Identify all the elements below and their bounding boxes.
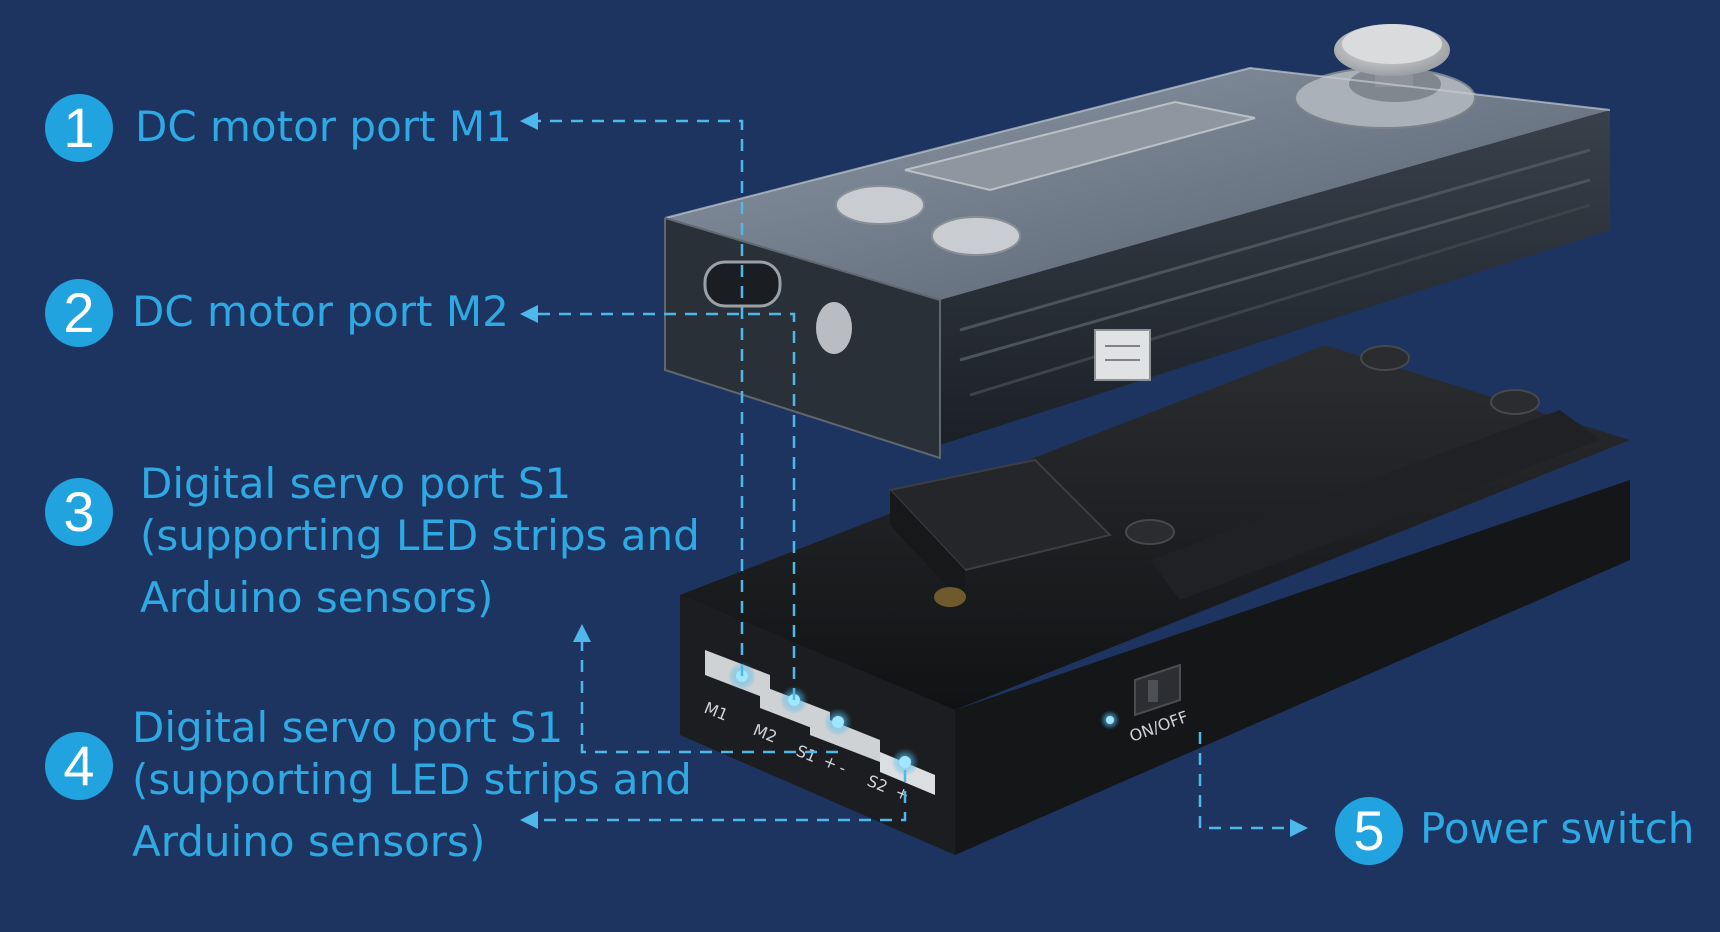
base-unit: ON/OFF M1 M2 S1 + - S2 +: [680, 345, 1630, 855]
leader-line-power: [1198, 732, 1290, 830]
callout-label-s2-line2: (supporting LED strips and: [132, 755, 692, 804]
arrowhead-m2: [520, 305, 538, 323]
callout-number-3: 3: [45, 478, 113, 546]
arrowhead-s2: [520, 811, 538, 829]
callout-label-m2: DC motor port M2: [132, 287, 509, 336]
callout-label-m1: DC motor port M1: [135, 102, 512, 151]
callout-label-s2-line1: Digital servo port S1: [132, 703, 564, 752]
callout-label-s1-line1: Digital servo port S1: [140, 459, 572, 508]
leader-line-m2: [535, 312, 796, 700]
callout-label-s2-line3: Arduino sensors): [132, 817, 486, 866]
callout-label-power-switch: Power switch: [1420, 804, 1695, 853]
leader-line-s2: [535, 770, 907, 822]
callout-label-s1-line2: (supporting LED strips and: [140, 511, 700, 560]
leader-arrowheads: [520, 112, 1308, 837]
callout-label-s1-line3: Arduino sensors): [140, 573, 494, 622]
leader-lines: [535, 119, 1290, 830]
arrowhead-power: [1290, 819, 1308, 837]
s1-plus-marking: +: [821, 751, 841, 774]
callout-number-1: 1: [45, 94, 113, 162]
arrowhead-m1: [520, 112, 538, 130]
callout-number-2: 2: [45, 279, 113, 347]
s2-plus-marking: +: [893, 782, 913, 805]
callout-number-4: 4: [45, 732, 113, 800]
leader-line-m1: [535, 119, 744, 676]
arrowhead-s1: [573, 624, 591, 642]
controller-unit: [664, 24, 1611, 460]
leader-line-s1: [580, 640, 838, 754]
callout-number-5: 5: [1335, 797, 1403, 865]
